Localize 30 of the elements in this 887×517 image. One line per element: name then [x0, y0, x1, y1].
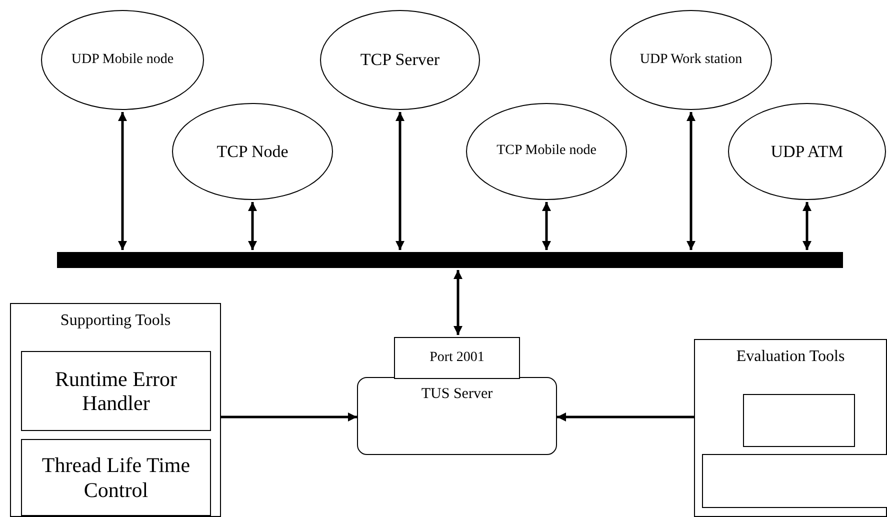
node-label: Thread Life Time Control: [40, 453, 192, 502]
node-label: TCP Mobile node: [496, 143, 596, 160]
double-arrow: [454, 270, 462, 335]
process-box: [21, 439, 211, 516]
arrow: [557, 412, 694, 422]
double-arrow: [396, 112, 404, 250]
double-arrow: [542, 202, 551, 250]
process-box: [702, 454, 887, 508]
group-panel: [10, 303, 221, 517]
node-label: Supporting Tools: [60, 312, 171, 330]
server-box: [357, 377, 557, 455]
double-arrow: [686, 112, 696, 250]
double-arrow: [118, 112, 127, 250]
process-box: [21, 351, 211, 431]
group-panel: [694, 339, 887, 517]
node-label: Runtime Error Handler: [54, 366, 178, 416]
process-box: [394, 337, 520, 379]
node-label: TCP Server: [360, 50, 440, 70]
double-arrow: [802, 202, 812, 250]
node-label: TUS Server: [421, 386, 493, 404]
node-label: Evaluation Tools: [736, 348, 845, 366]
arrow: [221, 412, 357, 422]
node-label: TCP Node: [216, 142, 288, 162]
node-label: Port 2001: [430, 350, 484, 366]
network-bus-bar: [57, 252, 843, 268]
node-label: UDP Mobile node: [71, 52, 174, 68]
node-label: UDP Work station: [640, 52, 742, 68]
double-arrow: [248, 202, 257, 250]
node-label: UDP ATM: [770, 142, 844, 162]
process-box: [743, 394, 855, 447]
